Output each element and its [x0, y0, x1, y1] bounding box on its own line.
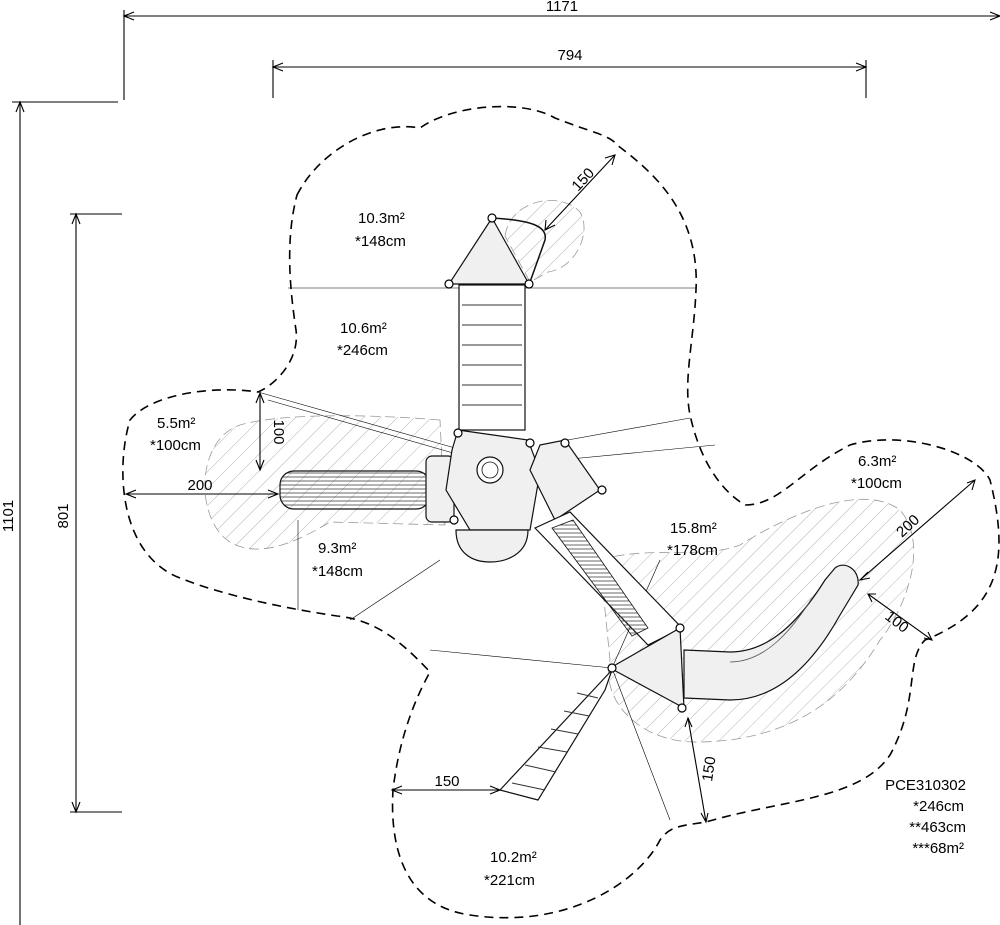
- clearance-left-100: [255, 391, 265, 472]
- lower-platform: [608, 626, 685, 710]
- zone-2-height: *246cm: [337, 342, 388, 359]
- clearance-left-200-label: 200: [187, 477, 212, 494]
- zone-6-height: *100cm: [851, 475, 902, 492]
- zone-3-area: 5.5m²: [157, 415, 195, 432]
- dimension-overall-height: [12, 100, 118, 925]
- product-total-height: **463cm: [909, 819, 966, 836]
- clearance-top-150-label: 150: [568, 165, 598, 195]
- zone-1-area: 10.3m²: [358, 210, 405, 227]
- left-tube-slide: [279, 470, 431, 510]
- zone-label-7: 10.2m² *221cm: [484, 849, 537, 889]
- zone-3-height: *100cm: [150, 437, 201, 454]
- zone-5-height: *178cm: [667, 542, 718, 559]
- zone-4-height: *148cm: [312, 563, 363, 580]
- equipment-width-label: 794: [557, 47, 582, 64]
- clearance-right-100: [867, 593, 934, 641]
- zone-5-area: 15.8m²: [670, 520, 717, 537]
- clearance-ladder-150-label: 150: [434, 773, 459, 790]
- ladder: [498, 669, 613, 801]
- clearance-left-100-label: 100: [270, 419, 287, 444]
- dimension-equipment-height: [70, 212, 122, 814]
- zone-7-height: *221cm: [484, 872, 535, 889]
- zone-2-area: 10.6m²: [340, 320, 387, 337]
- reference-lines: [257, 287, 716, 821]
- clearance-slide-150: [684, 716, 709, 824]
- safety-zone-outline: [122, 105, 1000, 919]
- zone-label-2: 10.6m² *246cm: [337, 320, 388, 359]
- zone-label-6: 6.3m² *100cm: [851, 453, 902, 492]
- zone-4-area: 9.3m²: [318, 540, 356, 557]
- zone-6-area: 6.3m²: [858, 453, 896, 470]
- product-platform-height: *246cm: [913, 798, 964, 815]
- zone-1-height: *148cm: [355, 233, 406, 250]
- zone-label-4: 9.3m² *148cm: [312, 540, 363, 580]
- clearance-left-200: [124, 489, 280, 499]
- product-code: PCE310302: [885, 777, 966, 794]
- dimension-overall-width: [122, 10, 1000, 100]
- curved-slide: [683, 564, 859, 701]
- equipment-height-label: 801: [55, 503, 72, 528]
- overall-width-label: 1171: [546, 0, 578, 15]
- top-bridge: [458, 284, 526, 431]
- clearance-right-200: [858, 479, 976, 581]
- clearance-slide-150-label: 150: [699, 755, 719, 782]
- play-equipment: [279, 213, 859, 801]
- zone-label-5: 15.8m² *178cm: [667, 520, 718, 559]
- product-info: PCE310302 *246cm **463cm ***68m²: [885, 777, 966, 857]
- dimension-equipment-width: [271, 60, 868, 98]
- zone-label-3: 5.5m² *100cm: [150, 415, 201, 454]
- overall-height-label: 1101: [0, 500, 17, 532]
- zone-label-1: 10.3m² *148cm: [355, 210, 406, 250]
- top-platform: [447, 216, 531, 285]
- product-safety-area: ***68m²: [912, 840, 964, 857]
- zone-7-area: 10.2m²: [490, 849, 537, 866]
- right-platform: [529, 439, 601, 521]
- clearance-top-150: [544, 154, 616, 231]
